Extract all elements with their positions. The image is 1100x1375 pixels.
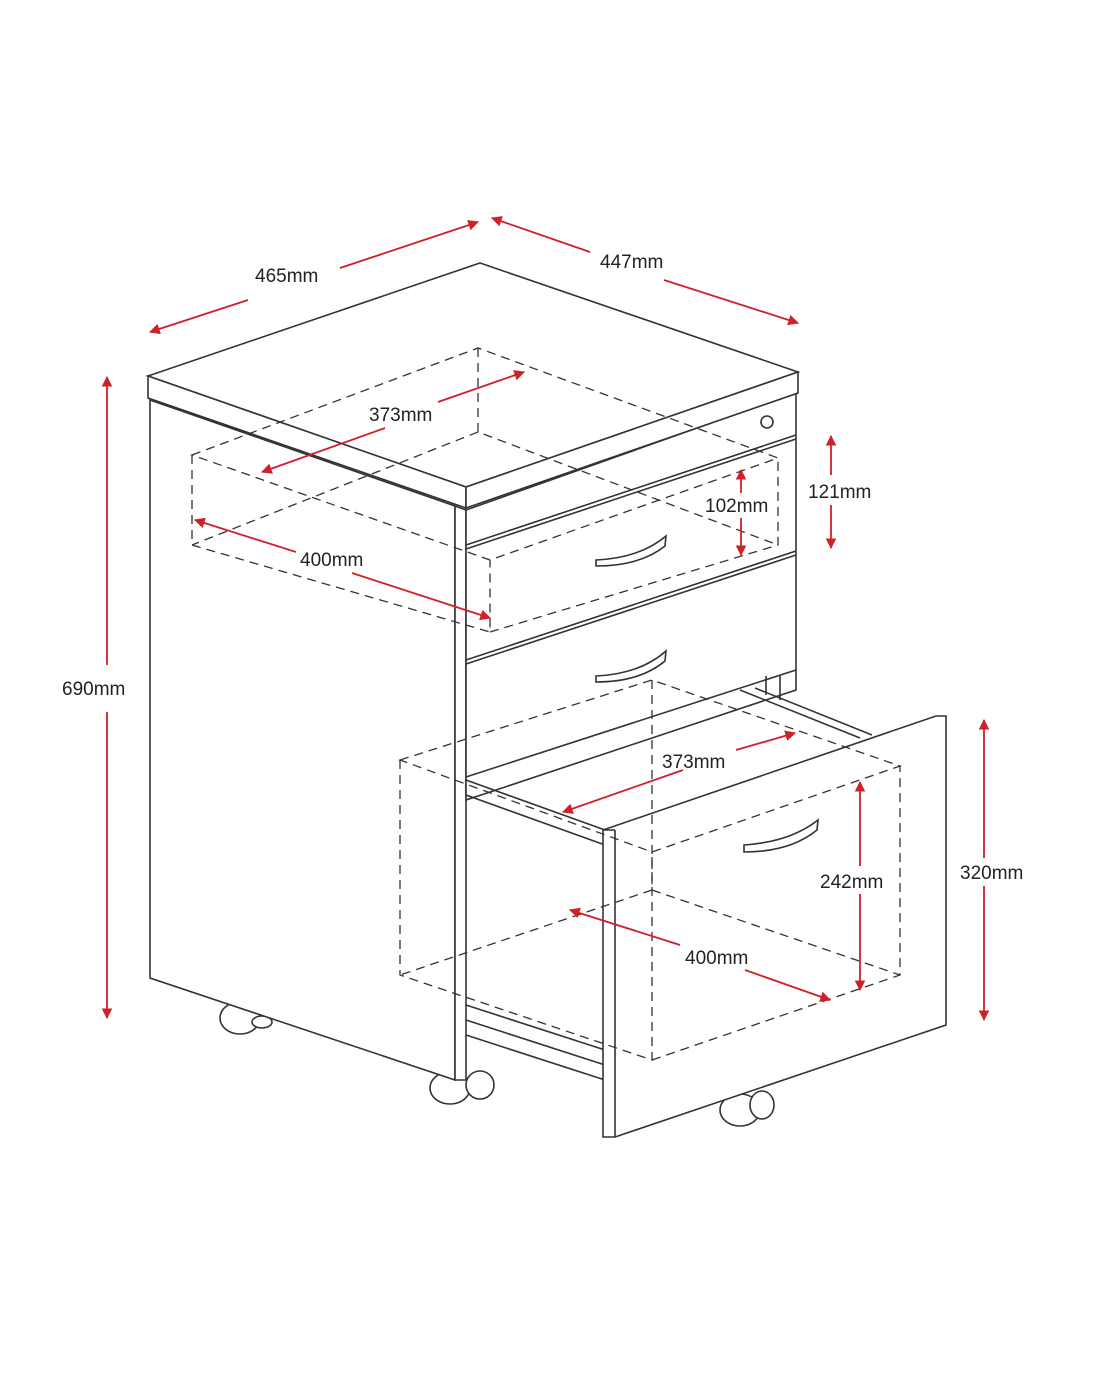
cabinet-body <box>145 262 947 1138</box>
overall-height-label: 690mm <box>62 679 125 700</box>
overall-depth-label: 447mm <box>600 252 663 273</box>
dimension-arrows <box>101 216 990 1022</box>
file-drawer-height-label: 320mm <box>960 863 1023 884</box>
internal-volume-outlines <box>190 347 902 1061</box>
top-drawer-internal-height-label: 102mm <box>705 496 768 517</box>
top-drawer-height-label: 121mm <box>808 482 871 503</box>
overall-width-label: 465mm <box>255 266 318 287</box>
top-drawer-internal-depth-label: 400mm <box>300 550 363 571</box>
caster-icons <box>219 1001 775 1127</box>
top-drawer-internal-width-label: 373mm <box>369 405 432 426</box>
file-drawer-internal-height-label: 242mm <box>820 872 883 893</box>
file-drawer-internal-depth-label: 400mm <box>685 948 748 969</box>
file-drawer-internal-width-label: 373mm <box>662 752 725 773</box>
drawer-handle <box>743 818 819 853</box>
drawer-handle <box>595 534 667 567</box>
drawer-handle <box>595 649 667 683</box>
